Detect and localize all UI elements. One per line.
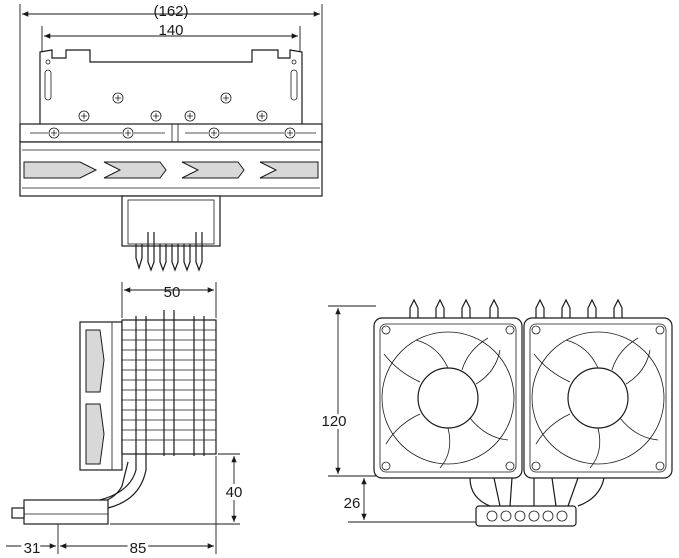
top-fins xyxy=(22,149,320,189)
dim-top-outer: (162) xyxy=(153,3,188,20)
dim-side-height: 40 xyxy=(226,484,243,501)
dim-front-height: 120 xyxy=(321,413,346,430)
side-base xyxy=(23,499,109,525)
top-base-block xyxy=(121,195,221,247)
mounting-bracket xyxy=(39,49,303,126)
side-view: 50 xyxy=(6,282,245,558)
dim-top-inner: 140 xyxy=(158,22,183,39)
dim-side-length: 85 xyxy=(130,540,147,557)
front-base-pipes xyxy=(486,510,568,522)
bracket-slots xyxy=(44,59,298,101)
top-dim-lines xyxy=(19,4,323,128)
front-fan-left xyxy=(373,317,523,479)
top-view: (162) 140 xyxy=(19,3,323,272)
front-fan-right xyxy=(523,317,673,479)
top-heatpipe-ends xyxy=(135,232,203,272)
front-heatpipe-tips xyxy=(409,298,623,318)
dim-front-base: 26 xyxy=(344,495,361,512)
side-base-tip xyxy=(11,507,25,519)
bracket-screws xyxy=(78,92,268,122)
dim-side-offset: 31 xyxy=(24,540,41,557)
front-heatpipes xyxy=(469,477,605,507)
side-fin-stack xyxy=(121,319,217,455)
strip-screws xyxy=(30,127,316,139)
side-fins xyxy=(122,310,216,456)
dim-side-width: 50 xyxy=(164,284,181,301)
front-base xyxy=(475,505,577,527)
front-view: 120 26 xyxy=(318,298,673,527)
